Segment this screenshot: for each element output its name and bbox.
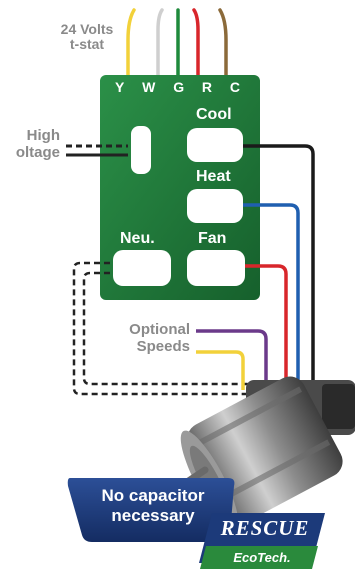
- neu-terminal: [113, 250, 171, 286]
- brand-sub: EcoTech.: [233, 550, 291, 565]
- fan-label: Fan: [198, 230, 227, 247]
- cool-label: Cool: [196, 106, 232, 123]
- terminal-c: C: [229, 79, 240, 95]
- terminal-w: W: [142, 79, 156, 95]
- tstat-label-line2: t-stat: [69, 36, 105, 53]
- wire-purple: [196, 329, 268, 390]
- hv-line2: oltage: [15, 143, 60, 161]
- optional-speeds-label: Optional Speeds: [110, 321, 190, 355]
- neutral-wires: [72, 261, 262, 396]
- brand-name: RESCUE: [220, 516, 310, 540]
- brand-sub-shape: [200, 546, 318, 569]
- terminal-labels: Y W G R C: [115, 79, 240, 95]
- capacitor-badge-shape: [67, 478, 235, 542]
- terminal-y: Y: [115, 79, 125, 95]
- wire-w: [156, 8, 164, 90]
- capacitor-badge: No capacitor necessary: [78, 486, 228, 525]
- badge-line1: No capacitor: [101, 486, 205, 505]
- hv-line1: High: [26, 127, 60, 144]
- optional-line1: Optional: [129, 321, 190, 338]
- wire-blue: [220, 203, 300, 390]
- wire-y: [126, 8, 136, 90]
- heat-label: Heat: [196, 168, 231, 185]
- high-voltage-wires: [66, 144, 128, 157]
- terminal-r: R: [201, 79, 213, 95]
- wire-black: [218, 144, 315, 390]
- tstat-label-line1: 24 Volts: [60, 21, 114, 37]
- motor-wires: [196, 144, 315, 390]
- wire-c: [218, 8, 228, 90]
- wire-yellow: [196, 350, 245, 390]
- high-voltage-slot: [131, 126, 151, 174]
- tstat-label: 24 Volts t-stat: [52, 21, 122, 53]
- fan-terminal: [187, 250, 245, 286]
- heat-terminal: [187, 189, 243, 223]
- wire-r: [192, 8, 200, 90]
- wire-red-fan: [218, 264, 288, 390]
- cool-terminal: [187, 128, 243, 162]
- optional-line2: Speeds: [136, 337, 190, 355]
- high-voltage-label: High oltage: [14, 127, 60, 161]
- terminal-g: G: [173, 79, 185, 95]
- neu-label: Neu.: [120, 230, 155, 247]
- badge-line2: necessary: [111, 505, 195, 525]
